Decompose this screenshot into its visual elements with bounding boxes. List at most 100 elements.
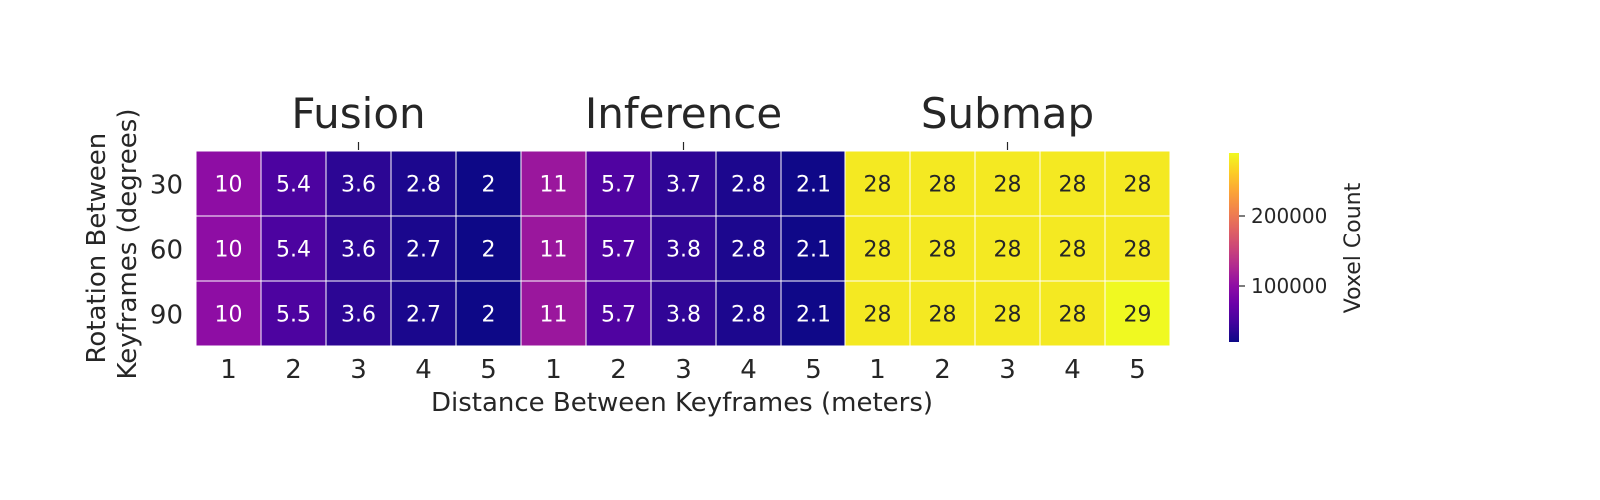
- cell-value-label: 3.7: [666, 173, 701, 198]
- x-tick-label: 2: [285, 355, 302, 385]
- y-axis-label-line-1: Rotation Between: [82, 133, 112, 364]
- cell-value-label: 28: [1124, 238, 1152, 263]
- cell-value-label: 2.8: [731, 238, 766, 263]
- cell-value-label: 28: [1059, 238, 1087, 263]
- heatmap-cell: [650, 215, 717, 282]
- heatmap-cell: [650, 150, 717, 217]
- heatmap-cell: [520, 150, 587, 217]
- cell-value-label: 10: [215, 238, 243, 263]
- colorbar: 100000 200000 Voxel Count: [1229, 153, 1366, 342]
- cell-value-label: 10: [215, 173, 243, 198]
- heatmap-cell: [844, 150, 911, 217]
- heatmap-cell: [780, 150, 847, 217]
- heatmap-cell: [780, 280, 847, 347]
- cell-value-label: 10: [215, 303, 243, 328]
- y-tick-label: 60: [150, 236, 183, 266]
- heatmap-cell: [520, 215, 587, 282]
- heatmap-cell: [455, 280, 522, 347]
- x-tick-label: 2: [934, 355, 951, 385]
- x-tick-label: 5: [480, 355, 497, 385]
- x-tick-label: 3: [999, 355, 1016, 385]
- cell-value-label: 5.5: [276, 303, 311, 328]
- x-tick-label: 5: [805, 355, 822, 385]
- colorbar-gradient: [1229, 153, 1239, 342]
- cell-value-label: 28: [994, 173, 1022, 198]
- heatmap-cell: [974, 215, 1041, 282]
- heatmap-panel-fusion: Fusion 10 5.4 3.6 2.8 2 10 5.4 3.6 2.7 2 10 5.5 3.6 2.…: [195, 89, 522, 385]
- cell-value-label: 3.6: [341, 173, 376, 198]
- cell-value-label: 3.6: [341, 238, 376, 263]
- x-tick-label: 1: [869, 355, 886, 385]
- heatmap-cell: [455, 215, 522, 282]
- cell-value-label: 5.4: [276, 173, 311, 198]
- cell-value-label: 28: [1059, 303, 1087, 328]
- cell-value-label: 11: [540, 303, 568, 328]
- colorbar-tick-label: 100000: [1251, 274, 1327, 298]
- y-axis-label-line-2: Keyframes (degrees): [113, 109, 143, 380]
- y-tick-label: 90: [150, 301, 183, 331]
- cell-value-label: 2.1: [796, 173, 831, 198]
- heatmap-cell: [1039, 215, 1106, 282]
- cell-value-label: 3.6: [341, 303, 376, 328]
- cell-value-label: 2.8: [731, 303, 766, 328]
- x-tick-label: 5: [1129, 355, 1146, 385]
- x-tick-label: 1: [545, 355, 562, 385]
- cell-value-label: 28: [1124, 173, 1152, 198]
- x-tick-label: 3: [350, 355, 367, 385]
- heatmap-cell: [844, 215, 911, 282]
- heatmap-cell: [585, 215, 652, 282]
- cell-value-label: 28: [864, 238, 892, 263]
- heatmap-cell: [1104, 215, 1171, 282]
- x-tick-label: 2: [610, 355, 627, 385]
- panel-title: Submap: [921, 89, 1094, 138]
- y-tick-label: 30: [150, 171, 183, 201]
- panel-title: Inference: [585, 89, 782, 138]
- heatmap-cell: [260, 150, 327, 217]
- cell-value-label: 29: [1124, 303, 1152, 328]
- cell-value-label: 5.4: [276, 238, 311, 263]
- cell-value-label: 28: [929, 303, 957, 328]
- cell-value-label: 2.7: [406, 238, 441, 263]
- heatmap-cell: [1039, 280, 1106, 347]
- heatmap-cell: [195, 280, 262, 347]
- cell-value-label: 2: [482, 303, 496, 328]
- cell-value-label: 2: [482, 238, 496, 263]
- heatmap-cell: [844, 280, 911, 347]
- cell-value-label: 3.8: [666, 238, 701, 263]
- heatmap-panels: Fusion 10 5.4 3.6 2.8 2 10 5.4 3.6 2.7 2 10 5.5 3.6 2.…: [195, 89, 1171, 385]
- heatmap-cell: [390, 215, 457, 282]
- heatmap-cell: [715, 215, 782, 282]
- heatmap-cell: [195, 215, 262, 282]
- heatmap-cell: [520, 280, 587, 347]
- cell-value-label: 28: [929, 238, 957, 263]
- x-tick-label: 4: [415, 355, 432, 385]
- heatmap-cell: [325, 280, 392, 347]
- colorbar-label: Voxel Count: [1341, 182, 1366, 313]
- cell-value-label: 28: [994, 238, 1022, 263]
- heatmap-cell: [585, 280, 652, 347]
- cell-value-label: 28: [864, 303, 892, 328]
- x-tick-label: 4: [740, 355, 757, 385]
- cell-value-label: 28: [864, 173, 892, 198]
- heatmap-cell: [1104, 150, 1171, 217]
- x-axis-label: Distance Between Keyframes (meters): [431, 388, 933, 418]
- colorbar-tick-label: 200000: [1251, 204, 1327, 228]
- heatmap-cell: [1104, 280, 1171, 347]
- cell-value-label: 2.1: [796, 238, 831, 263]
- x-tick-label: 3: [675, 355, 692, 385]
- cell-value-label: 3.8: [666, 303, 701, 328]
- cell-value-label: 2.7: [406, 303, 441, 328]
- cell-value-label: 28: [994, 303, 1022, 328]
- heatmap-cell: [390, 280, 457, 347]
- x-tick-label: 4: [1064, 355, 1081, 385]
- panel-title: Fusion: [291, 89, 425, 138]
- cell-value-label: 11: [540, 173, 568, 198]
- cell-value-label: 2.8: [406, 173, 441, 198]
- colorbar-ticks: 100000 200000: [1239, 204, 1327, 298]
- cell-value-label: 2: [482, 173, 496, 198]
- cell-value-label: 5.7: [601, 173, 636, 198]
- y-axis: 30 60 90: [150, 171, 183, 331]
